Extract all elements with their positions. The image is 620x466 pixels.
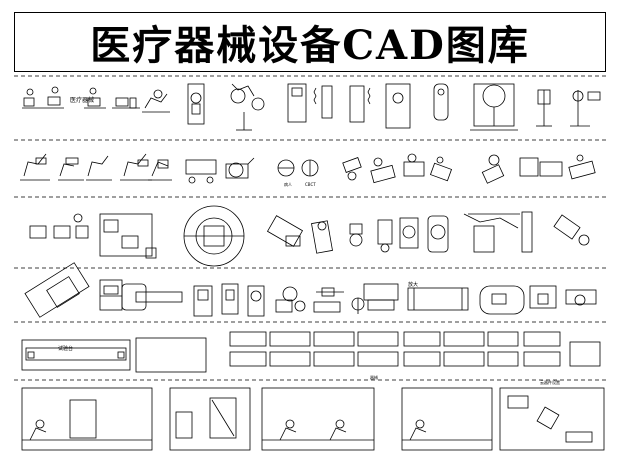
section-dividers (14, 75, 606, 381)
column-unit (521, 211, 533, 253)
trolley-1 (225, 157, 255, 179)
room-elevation-2 (169, 387, 251, 451)
room-elevation-4 (401, 387, 493, 451)
monitor-stand (321, 85, 333, 119)
rotating-chair-1 (342, 157, 362, 181)
rotating-chair-2 (370, 157, 396, 184)
dental-chair-4 (86, 155, 112, 181)
desk-with-chairs (29, 213, 89, 239)
cabinet-3 (349, 85, 365, 123)
dental-station-4 (112, 97, 140, 109)
row2-label-c1: 病人 (284, 181, 292, 187)
bed-2 (221, 283, 239, 315)
row2-label-c2: CBCT (305, 182, 316, 187)
rotating-chair-3 (403, 153, 425, 177)
bed-3 (247, 285, 265, 317)
rotated-bed-1 (266, 215, 304, 247)
console-plan (363, 283, 399, 311)
room-plan-5 (499, 387, 605, 451)
plan-chair-1 (277, 159, 295, 177)
page-title: 医疗器械设备CAD图库 (90, 22, 530, 69)
row5-tag: 器械 (370, 374, 378, 380)
chair-4 (351, 297, 365, 314)
cabinet-2 (287, 83, 307, 123)
xray-table-rotated (24, 262, 90, 318)
row3-equipment (29, 205, 590, 267)
chair-plan-4 (427, 215, 449, 253)
spring-icon (313, 87, 317, 105)
plan-chair-2 (301, 159, 319, 177)
lamp-arm-unit (230, 83, 265, 131)
room-elevation-1 (21, 387, 153, 451)
row1-dept-label: 医疗器械 (70, 96, 94, 104)
xray-machine-large (470, 83, 518, 131)
dental-station-1 (22, 88, 44, 109)
dental-chair-1 (142, 89, 170, 113)
long-table (407, 287, 469, 311)
xray-unit (385, 83, 411, 129)
pole-unit-1 (536, 89, 552, 127)
row6-rooms (21, 387, 605, 451)
row1-equipment (22, 83, 601, 131)
xray-table-2 (99, 279, 123, 311)
chair-plan-3 (399, 217, 419, 249)
capsule-bed (479, 285, 525, 315)
cabinet-label: 云器件设置 (540, 379, 560, 385)
microscope (565, 289, 597, 306)
board-panel (135, 337, 207, 373)
dental-chair-6 (148, 159, 172, 181)
rotating-chair-4 (429, 156, 453, 182)
row4-equipment (24, 262, 597, 318)
title-frame: 医疗器械设备CAD图库 (14, 12, 606, 72)
dental-plan-cluster (275, 286, 306, 313)
desk-set-2 (568, 154, 596, 180)
operating-room-circle (183, 205, 245, 267)
dental-station-3 (84, 87, 106, 109)
parts-set-1 (313, 301, 341, 313)
row5-equipment (21, 331, 601, 373)
stretcher-1 (185, 159, 217, 184)
cabinet-1 (187, 83, 205, 125)
console-panel (21, 339, 131, 371)
desk-set-1 (519, 157, 563, 177)
row2-equipment (20, 153, 596, 184)
rotated-bed-2 (311, 220, 333, 254)
components-grid (229, 331, 601, 367)
dental-chair-3 (58, 157, 84, 181)
room-layout-1 (99, 213, 157, 259)
dental-chair-5 (120, 153, 152, 181)
dental-station-2 (44, 86, 64, 109)
pole-unit-2 (570, 90, 601, 127)
crane-arm (463, 213, 520, 253)
chair-plan-1 (349, 223, 363, 247)
bed-1 (193, 285, 213, 317)
console-label: 试验台 (58, 345, 73, 352)
dental-chair-2 (20, 153, 50, 181)
row4-enlarged-label: 放大 (408, 281, 418, 288)
desk-l (529, 285, 557, 309)
oxygen-tank (433, 83, 449, 121)
room-elevation-3 (261, 387, 375, 451)
ct-table (121, 283, 183, 311)
chair-plan-5 (553, 214, 590, 246)
rotating-chair-5 (481, 154, 505, 184)
chair-plan-2 (377, 219, 393, 253)
syringe (316, 287, 344, 297)
